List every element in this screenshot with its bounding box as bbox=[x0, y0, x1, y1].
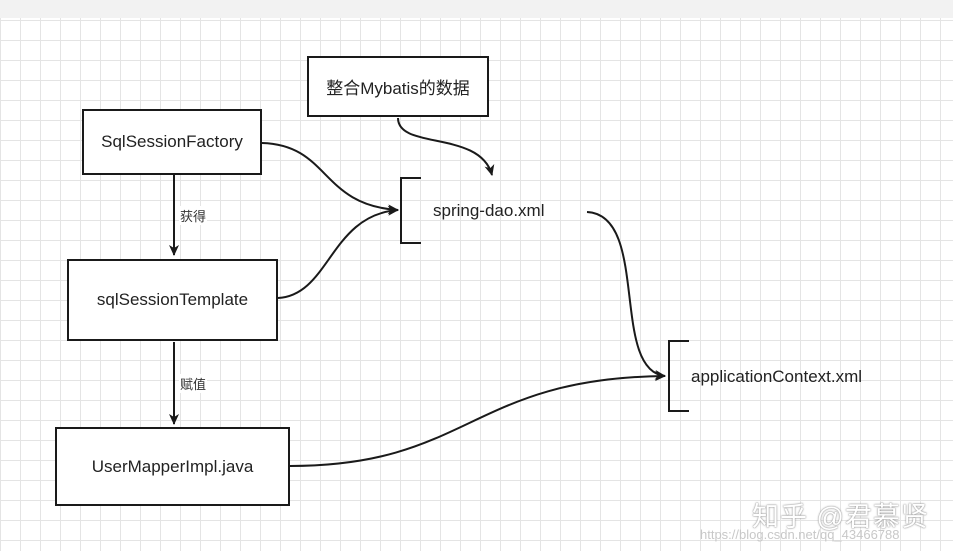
edge-template-to-springdao bbox=[277, 205, 399, 299]
mybatis-data-node[interactable]: 整合Mybatis的数据 bbox=[307, 56, 489, 117]
csdn-watermark-url: https://blog.csdn.net/qq_43466788 bbox=[700, 527, 900, 542]
edge-springdao-to-appcontext bbox=[586, 211, 666, 380]
zhihu-watermark: 知乎 @君慕贤 bbox=[752, 502, 929, 532]
obtain-edge-label: 获得 bbox=[179, 206, 208, 225]
spring-dao-bracket bbox=[400, 177, 421, 244]
sql-session-template-label: sqlSessionTemplate bbox=[96, 290, 249, 309]
sql-session-template-node[interactable]: sqlSessionTemplate bbox=[67, 259, 278, 341]
application-context-bracket bbox=[668, 340, 689, 412]
edge-mybatis-to-springdao bbox=[397, 117, 495, 176]
mybatis-data-label: 整合Mybatis的数据 bbox=[326, 79, 470, 98]
user-mapper-impl-node[interactable]: UserMapperImpl.java bbox=[55, 427, 290, 506]
assign-edge-label: 赋值 bbox=[179, 374, 208, 393]
edge-factory-to-springdao bbox=[261, 142, 399, 215]
user-mapper-impl-label: UserMapperImpl.java bbox=[91, 456, 254, 476]
application-context-xml-label[interactable]: applicationContext.xml bbox=[691, 367, 863, 386]
sql-session-factory-node[interactable]: SqlSessionFactory bbox=[82, 109, 262, 175]
sql-session-factory-label: SqlSessionFactory bbox=[101, 132, 243, 151]
edge-usermapper-to-appcontext bbox=[289, 371, 666, 467]
top-strip bbox=[0, 0, 953, 18]
spring-dao-xml-label[interactable]: spring-dao.xml bbox=[433, 201, 545, 220]
